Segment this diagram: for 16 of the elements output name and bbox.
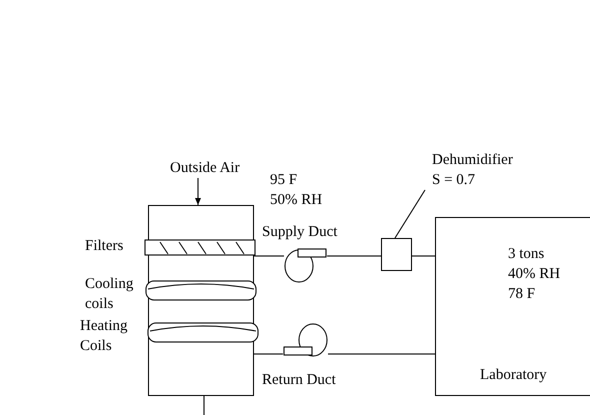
leader-line	[394, 190, 426, 238]
part-label: Return Duct	[262, 371, 336, 390]
part-label: 95 F 50% RH	[270, 171, 324, 210]
fan-symbol	[284, 247, 327, 283]
node-text: Outside Air	[170, 158, 248, 178]
room-box	[435, 217, 590, 396]
arrow	[195, 178, 201, 206]
node-text: Dehumidifier S = 0.7	[432, 150, 524, 190]
part-label: Supply Duct	[262, 223, 338, 242]
part-label: Heating Coils	[80, 317, 128, 356]
part-label: Cooling coils	[85, 275, 134, 314]
part-label: Filters	[85, 237, 124, 256]
room-name: Laboratory	[480, 366, 547, 385]
room-conditions: 3 tons 40% RH 78 F	[508, 245, 562, 304]
equipment-box	[381, 238, 412, 271]
fan-symbol	[283, 323, 328, 357]
